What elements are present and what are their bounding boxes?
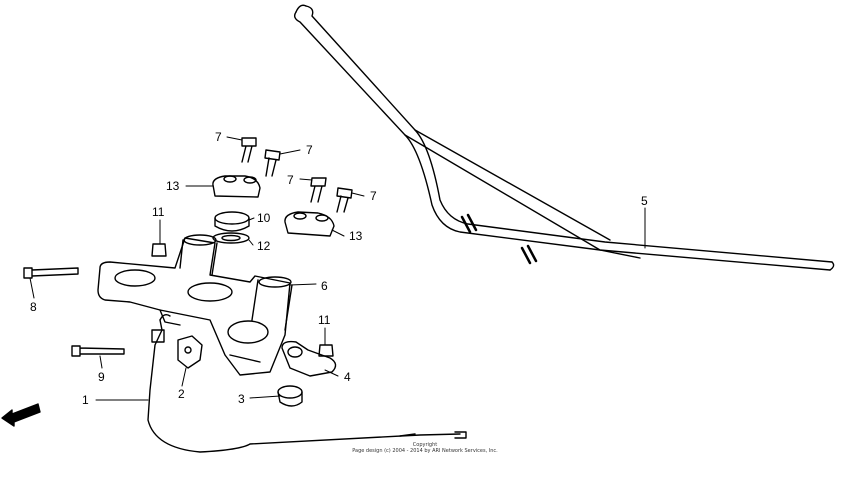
callout-2: 2	[178, 387, 185, 401]
nuts-11	[151, 243, 334, 357]
leader-lines	[29, 136, 646, 401]
bolt-8	[23, 267, 79, 279]
callout-1: 1	[82, 393, 89, 407]
callout-labels: 1 2 3 4 5 6 7 7 7 7 8 9 10 11 11 12 13 1…	[11, 130, 648, 423]
callout-7b: 7	[306, 143, 313, 157]
upper-holder-right	[284, 211, 335, 237]
fwd-arrow	[1, 403, 41, 427]
callout-10: 10	[257, 211, 271, 225]
callout-3: 3	[238, 392, 245, 406]
top-bridge	[97, 234, 293, 376]
callout-13b: 13	[349, 229, 363, 243]
callout-5: 5	[641, 194, 648, 208]
bolt-9	[71, 345, 125, 357]
callout-11a: 11	[152, 205, 165, 219]
cap-3	[277, 385, 303, 407]
callout-8: 8	[30, 300, 37, 314]
handlebar	[293, 4, 835, 271]
copyright-notice: Copyright Page design (c) 2004 - 2014 by…	[330, 442, 520, 454]
copyright-line-1: Copyright	[412, 442, 438, 448]
bolts-7	[241, 137, 353, 213]
clamp-bracket	[177, 335, 203, 369]
callout-9: 9	[98, 370, 105, 384]
stem-nut	[214, 211, 250, 232]
callout-7a: 7	[215, 130, 222, 144]
callout-13a: 13	[166, 179, 180, 193]
copyright-line-2: Page design (c) 2004 - 2014 by ARI Netwo…	[352, 448, 498, 454]
callout-7c: 7	[287, 173, 294, 187]
upper-holder-left	[212, 175, 261, 198]
callout-6: 6	[321, 279, 328, 293]
fwd-label: FWD	[11, 405, 34, 422]
callout-7d: 7	[370, 189, 377, 203]
callout-11b: 11	[318, 313, 331, 327]
washer	[212, 232, 250, 244]
holder-4	[281, 340, 337, 377]
callout-12: 12	[257, 239, 271, 253]
throttle-cable	[147, 313, 467, 453]
callout-4: 4	[344, 370, 351, 384]
